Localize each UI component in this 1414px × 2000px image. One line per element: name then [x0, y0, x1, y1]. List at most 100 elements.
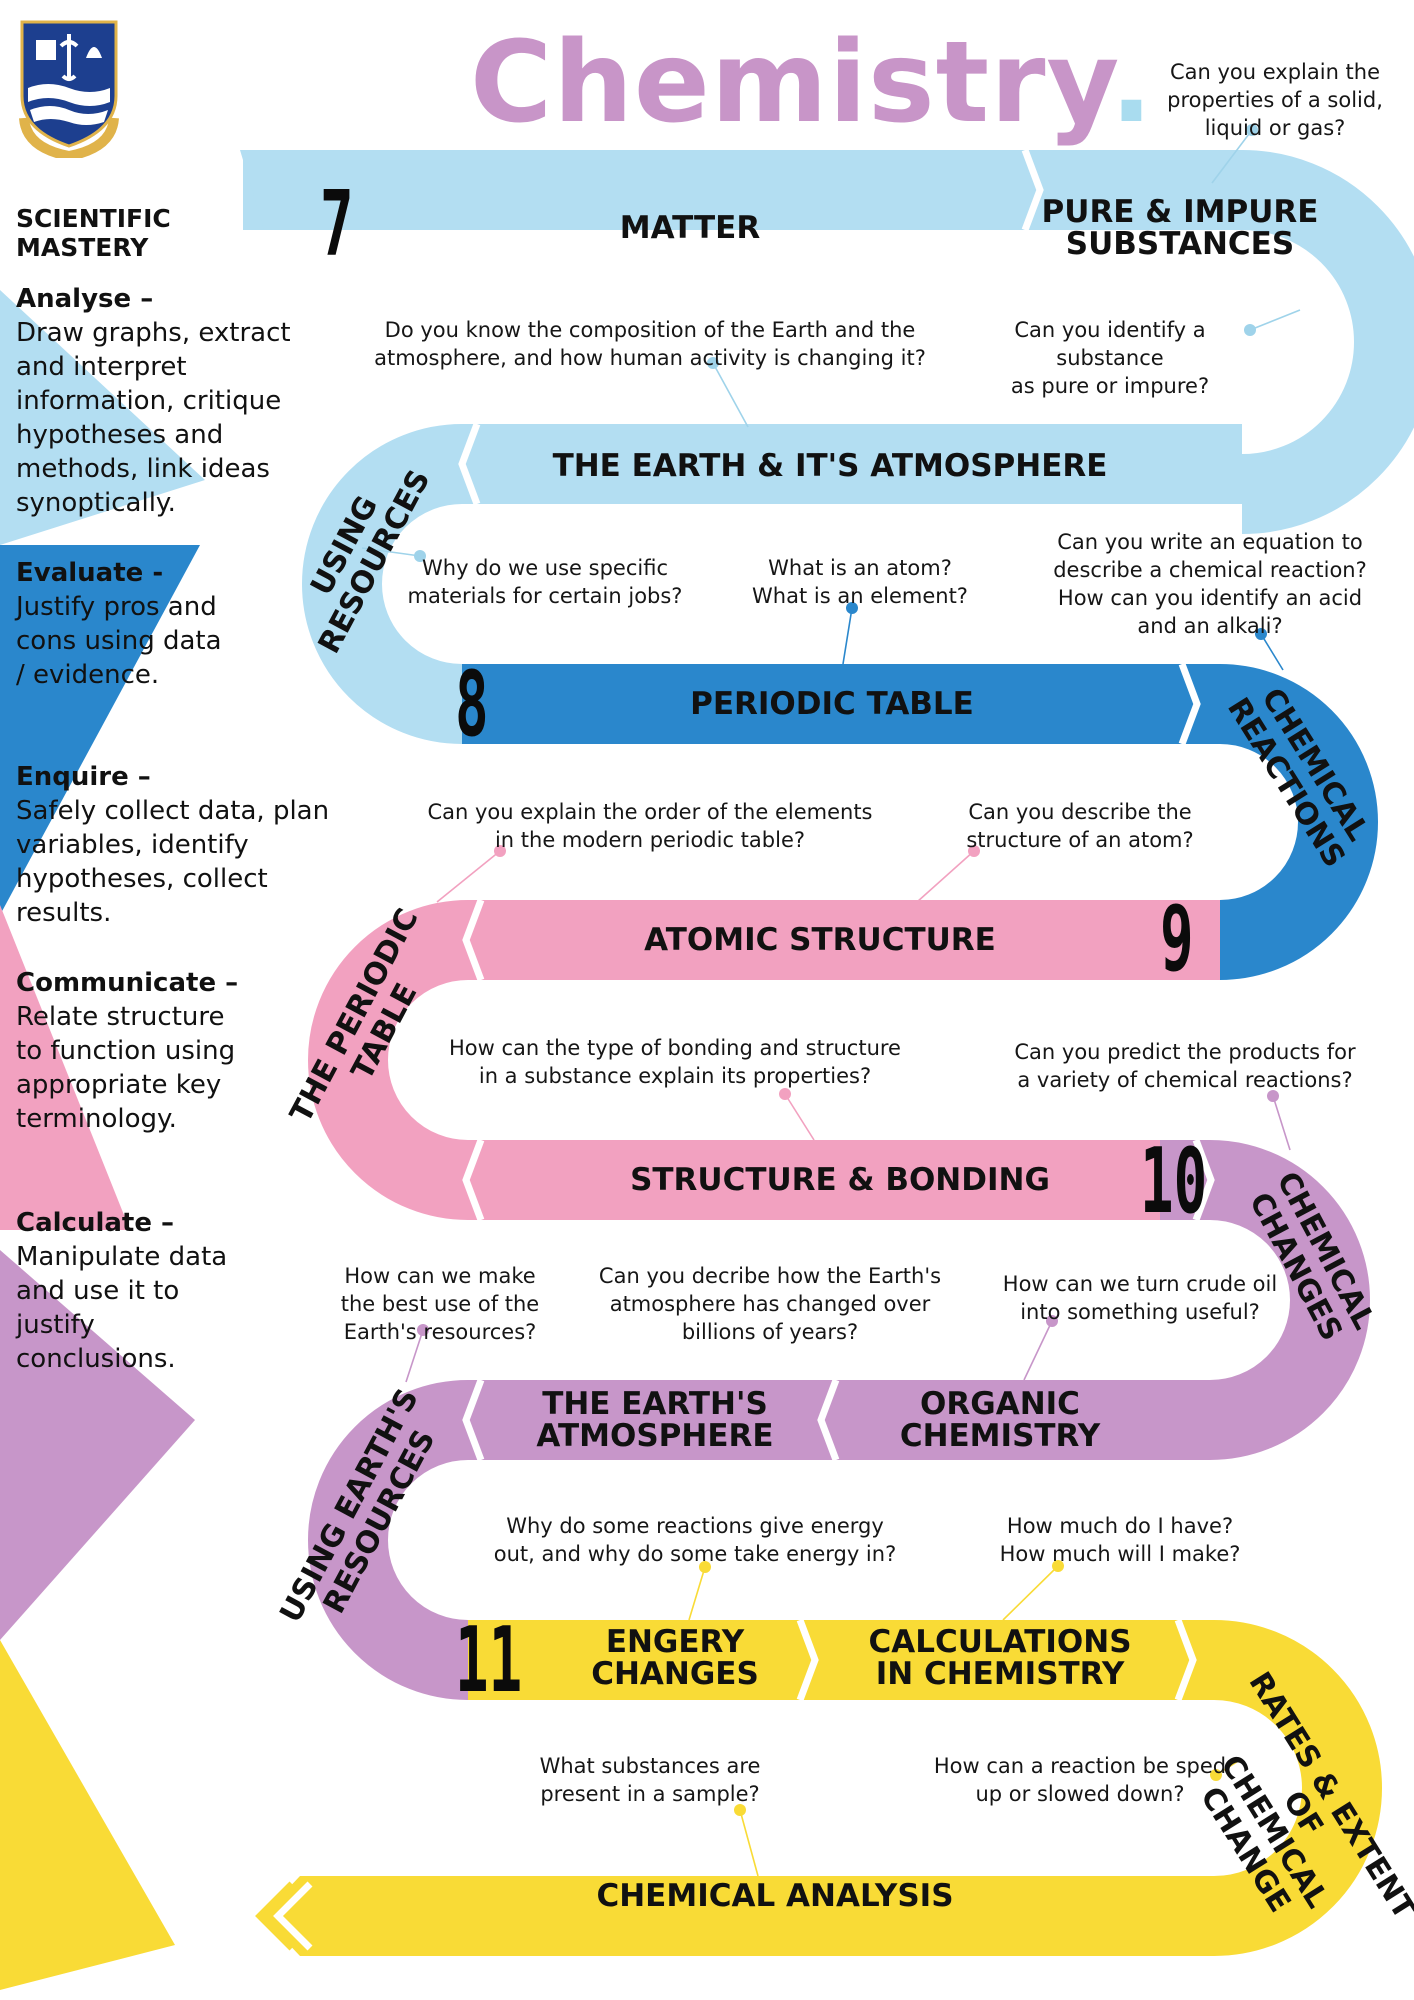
connector-line: [405, 1329, 424, 1383]
page-title: Chemistry.: [470, 18, 1153, 148]
connector-dot: [1246, 124, 1258, 136]
topic-earths-atmosphere: THE EARTH'S ATMOSPHERE: [536, 1386, 774, 1454]
deco-triangle-pink: [0, 905, 130, 1230]
connector-dot: [1244, 324, 1256, 336]
connector-dot: [699, 1561, 711, 1573]
topic-earth-atmosphere: THE EARTH & IT'S ATMOSPHERE: [552, 448, 1108, 484]
topic-energy-changes: ENGERY CHANGES: [591, 1624, 759, 1692]
connector-line: [1260, 633, 1284, 671]
skill-enquire: Enquire – Safely collect data, plan vari…: [16, 760, 346, 930]
segment-divider: [796, 1618, 819, 1702]
question-atom-element: What is an atom? What is an element?: [752, 556, 968, 608]
topic-matter: MATTER: [619, 210, 761, 246]
connector-dot: [734, 1804, 746, 1816]
deco-triangle-blue: [0, 545, 200, 915]
skill-description: Draw graphs, extract and interpret infor…: [16, 318, 291, 518]
skill-description: Justify pros and cons using data / evide…: [16, 592, 222, 690]
question-bonding-structure: How can the type of bonding and structur…: [449, 1036, 901, 1088]
deco-triangle-yellow: [0, 1640, 175, 1990]
skill-description: Safely collect data, plan variables, ide…: [16, 796, 330, 928]
connector-dot: [1052, 1560, 1064, 1572]
year-8-number: 8: [455, 652, 489, 757]
skill-name: Enquire –: [16, 762, 151, 792]
road-segment-year8: [462, 664, 1378, 980]
skill-analyse: Analyse – Draw graphs, extract and inter…: [16, 282, 336, 520]
segment-divider: [462, 898, 485, 982]
year-7-number: 7: [320, 172, 354, 277]
segment-divider: [1192, 1138, 1215, 1222]
connector-line: [739, 1809, 759, 1877]
connector-dot: [1267, 1090, 1279, 1102]
skill-evaluate: Evaluate - Justify pros and cons using d…: [16, 556, 226, 692]
question-specific-materials: Why do we use specific materials for cer…: [407, 556, 683, 608]
segment-divider: [462, 1378, 485, 1462]
question-crude-oil: How can we turn crude oil into something…: [1002, 1272, 1278, 1324]
skill-description: Relate structure to function using appro…: [16, 1002, 236, 1134]
chevron-left-icon: [273, 1881, 313, 1951]
connector-line: [688, 1566, 706, 1621]
skill-description: Manipulate data and use it to justify co…: [16, 1242, 228, 1374]
topic-chemical-analysis: CHEMICAL ANALYSIS: [596, 1878, 954, 1914]
connector-line: [1023, 1320, 1053, 1381]
connector-line: [361, 547, 421, 557]
road-segment-year9: [308, 900, 1220, 1220]
segment-divider: [1021, 148, 1044, 232]
topic-structure-bonding: STRUCTURE & BONDING: [630, 1162, 1050, 1198]
question-predict-products: Can you predict the products for a varie…: [1014, 1040, 1356, 1092]
topic-calculations-in-chemistry: CALCULATIONS IN CHEMISTRY: [868, 1624, 1132, 1692]
question-atmosphere-changed: Can you decribe how the Earth's atmosphe…: [598, 1264, 942, 1344]
skill-communicate: Communicate – Relate structure to functi…: [16, 966, 256, 1136]
page-title-text: Chemistry: [470, 18, 1111, 148]
road-segment-year11: [330, 1620, 1382, 1956]
connector-dot: [707, 357, 719, 369]
topic-periodic-table: PERIODIC TABLE: [690, 686, 974, 722]
year-11-number: 11: [455, 1608, 523, 1713]
connector-line: [1211, 129, 1253, 184]
school-crest-icon: [18, 18, 120, 162]
topic-atomic-structure: ATOMIC STRUCTURE: [644, 922, 996, 958]
segment-divider: [817, 1378, 840, 1462]
road-segment-year7-top: [243, 150, 1414, 534]
connector-line: [916, 850, 975, 903]
scientific-mastery-title: SCIENTIFIC MASTERY: [16, 204, 171, 262]
topic-pure-impure-substances: PURE & IMPURE SUBSTANCES: [1041, 194, 1319, 262]
question-pure-impure: Can you identify a substance as pure or …: [1010, 318, 1210, 398]
topic-organic-chemistry: ORGANIC CHEMISTRY: [899, 1386, 1101, 1454]
connector-line: [1249, 309, 1301, 331]
year-9-number: 9: [1160, 887, 1194, 992]
connector-dot: [1210, 1769, 1222, 1781]
road-end-arrow: [262, 1876, 330, 1956]
connector-dot: [779, 1088, 791, 1100]
skill-name: Analyse –: [16, 284, 154, 314]
segment-divider: [1178, 662, 1201, 746]
question-reaction-speed: How can a reaction be sped up or slowed …: [933, 1754, 1227, 1806]
connector-line: [1272, 1095, 1291, 1151]
connector-dot: [968, 845, 980, 857]
connector-line: [712, 362, 749, 428]
question-best-use-resources: How can we make the best use of the Eart…: [340, 1264, 540, 1344]
question-energy-reactions: Why do some reactions give energy out, a…: [493, 1514, 897, 1566]
question-write-equation: Can you write an equation to describe a …: [1053, 530, 1367, 638]
connector-dot: [1255, 628, 1267, 640]
segment-divider: [462, 1138, 485, 1222]
year-10-number: 10: [1140, 1129, 1208, 1234]
connector-dot: [846, 602, 858, 614]
deco-triangle-purple: [0, 1250, 195, 1640]
road-start-year7: [240, 150, 330, 230]
connector-dot: [417, 1324, 429, 1336]
title-dot: .: [1110, 18, 1154, 148]
skill-name: Evaluate -: [16, 558, 164, 588]
connector-line: [1002, 1565, 1059, 1621]
question-periodic-order: Can you explain the order of the element…: [427, 800, 873, 852]
skill-name: Communicate –: [16, 968, 239, 998]
connector-line: [842, 607, 853, 665]
segment-divider: [1174, 1618, 1197, 1702]
connector-dot: [494, 845, 506, 857]
question-how-much: How much do I have? How much will I make…: [999, 1514, 1241, 1566]
question-substances-sample: What substances are present in a sample?: [539, 1754, 761, 1806]
connector-dot: [1046, 1315, 1058, 1327]
road-segment-year10: [308, 1140, 1370, 1700]
connector-dot: [414, 550, 426, 562]
question-atom-structure: Can you describe the structure of an ato…: [966, 800, 1194, 852]
